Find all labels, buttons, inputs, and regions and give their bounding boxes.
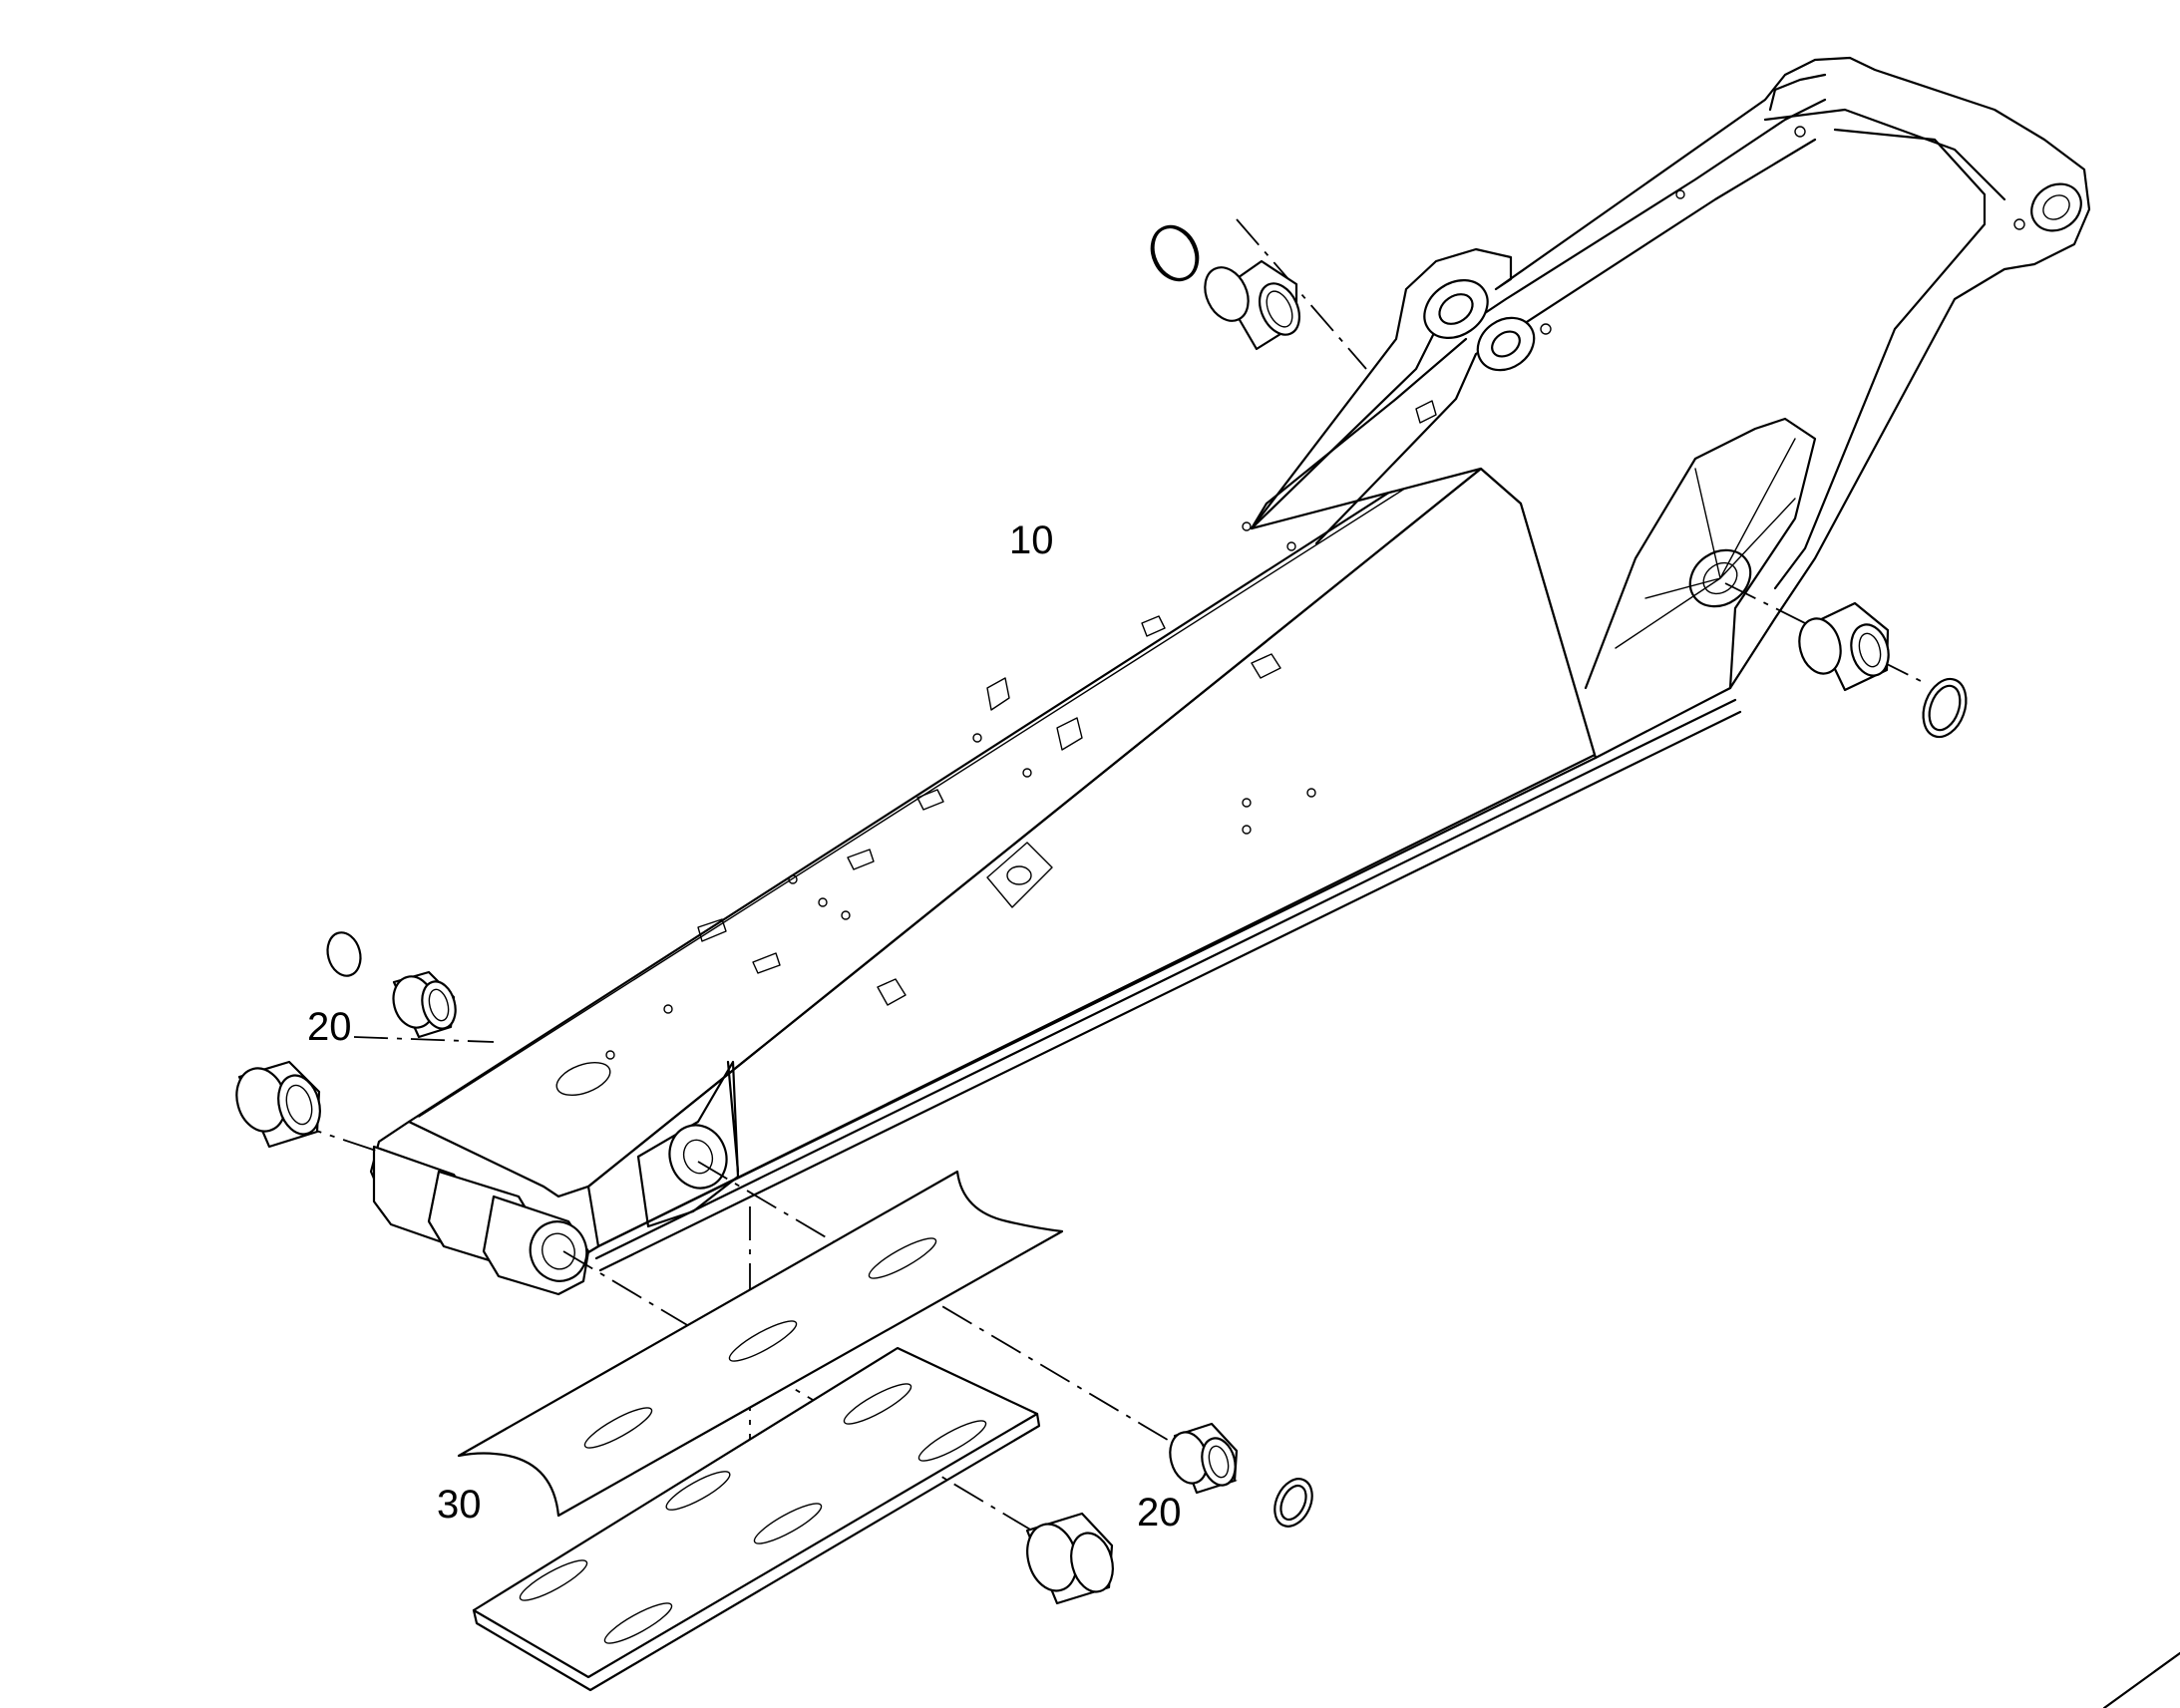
bushing-bottom-small: [1169, 1422, 1239, 1495]
callout-bushing-right: 20: [1137, 1491, 1182, 1535]
callout-boom: 10: [1009, 518, 1054, 562]
snap-ring-top: [1152, 226, 1198, 280]
bushing-right: [1798, 601, 1890, 692]
bushing-left-lower: [235, 1060, 321, 1149]
snap-ring-left: [326, 931, 362, 977]
bushing-left-upper: [392, 970, 457, 1039]
bushing-bottom-large: [1025, 1512, 1114, 1605]
o-ring-right: [1922, 677, 1968, 739]
callout-bushing-left: 20: [307, 1005, 352, 1049]
bushing-top: [1150, 224, 1301, 351]
callout-shim-plates: 30: [437, 1483, 482, 1527]
shim-plate-thick: [472, 1346, 1041, 1692]
surface-features: [555, 126, 1806, 1096]
boom-arm: [369, 56, 2091, 1296]
o-ring-bottom: [1273, 1478, 1313, 1528]
frame-edge-line: [2102, 1651, 2180, 1708]
